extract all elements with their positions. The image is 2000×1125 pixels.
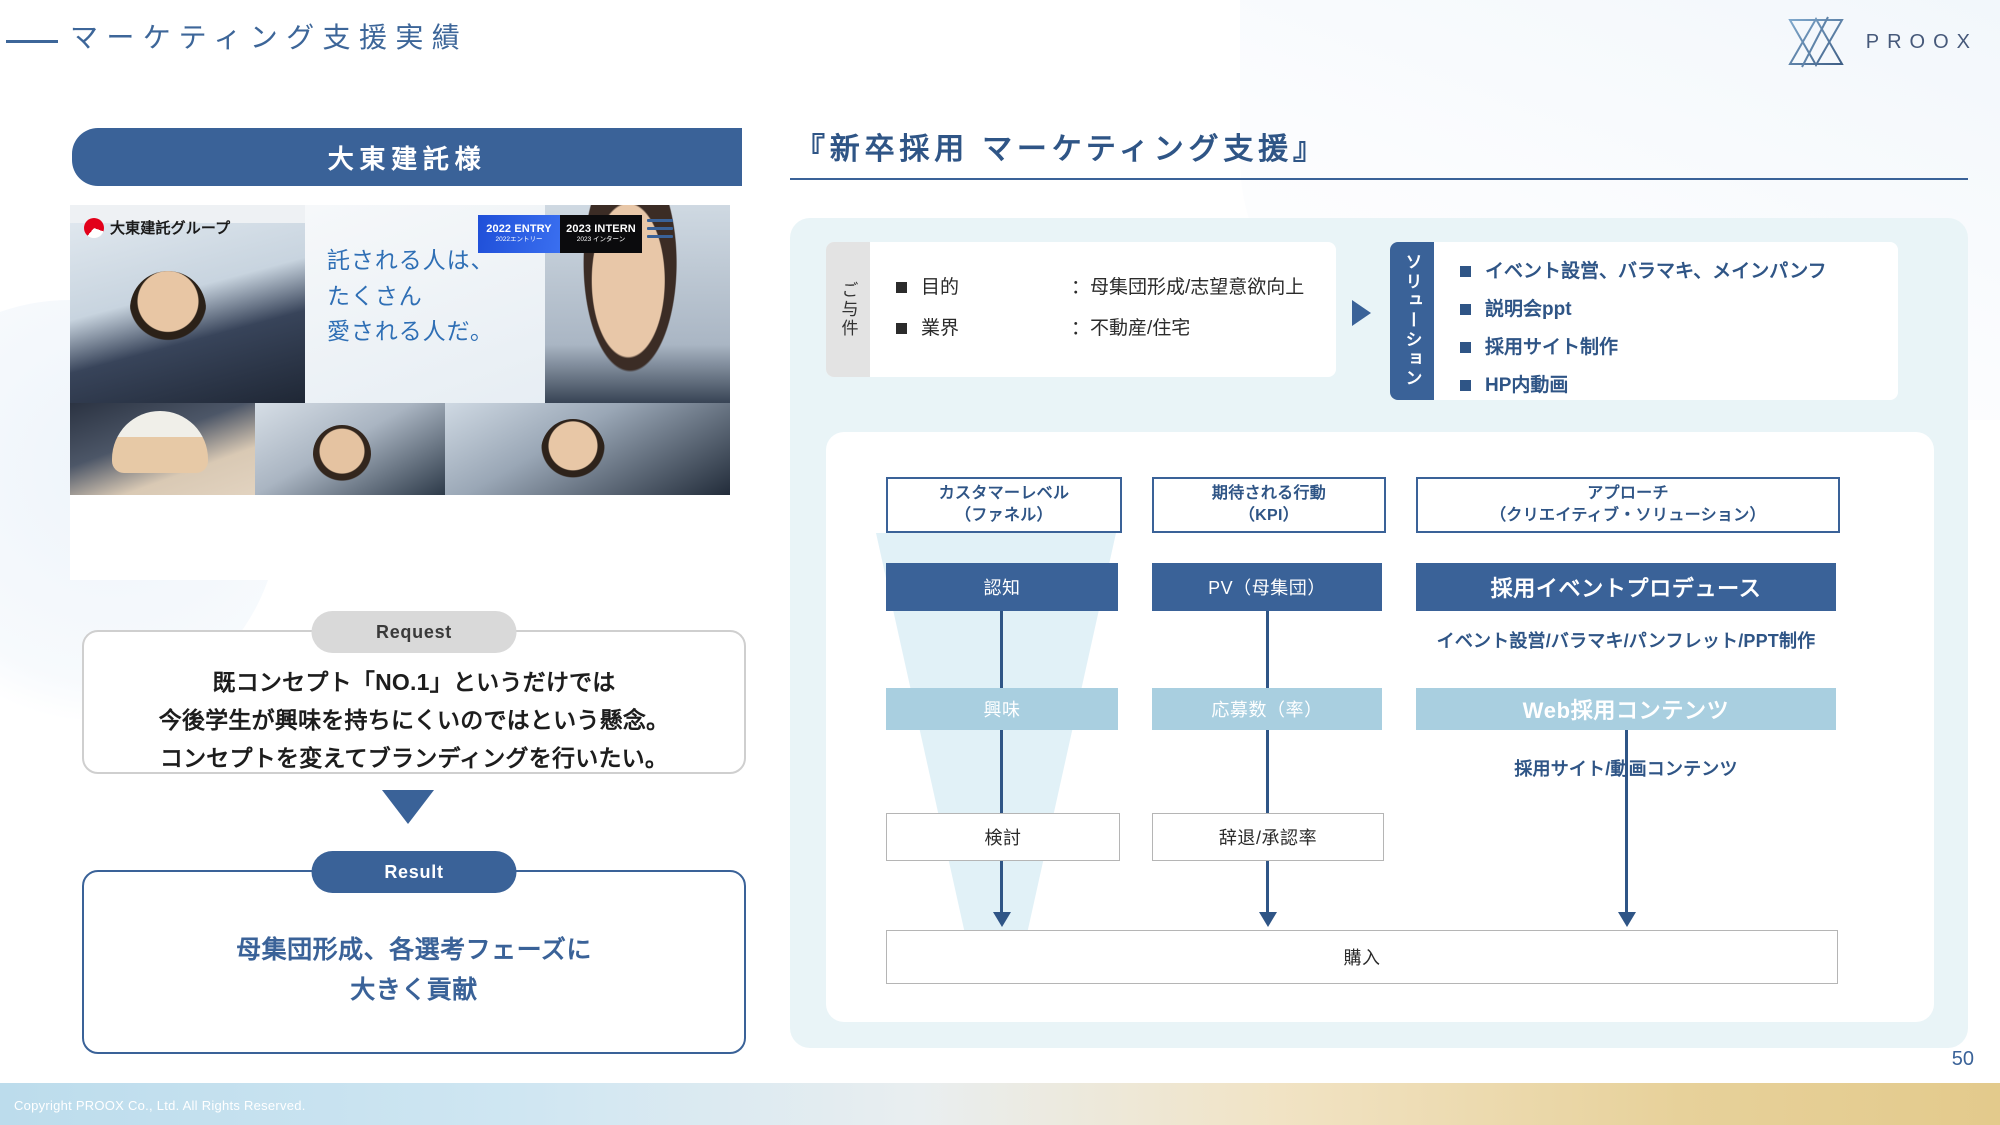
solution-item-label: 採用サイト制作: [1485, 337, 1619, 358]
result-body-text: 母集団形成、各選考フェーズに大きく貢献: [236, 936, 592, 1004]
premise-row-value: ：不動産/住宅: [1071, 318, 1191, 339]
solution-list-item: 説明会ppt: [1460, 300, 1898, 319]
client-website-screenshot: 託される人は、たくさん愛される人だ。 大東建託グループ 2022 ENTRY 2…: [70, 205, 730, 580]
stage-box-decline-rate: 辞退/承認率: [1152, 813, 1384, 861]
stage-box-event-produce: 採用イベントプロデュース: [1416, 563, 1836, 611]
approach-note-event: イベント設営/バラマキ/パンフレット/PPT制作: [1436, 631, 1816, 651]
premise-row-value: ：母集団形成/志望意欲向上: [1071, 277, 1305, 298]
daito-logo-icon: [84, 217, 104, 238]
request-tab-label: Request: [311, 611, 517, 653]
square-bullet-icon: [896, 282, 907, 293]
solution-list-item: イベント設営、バラマキ、メインパンフ: [1460, 262, 1898, 281]
footer-band: [0, 1083, 2000, 1125]
connector-line: [1000, 859, 1003, 914]
premise-to-solution-arrow-icon: [1352, 300, 1371, 326]
website-brand-logo: 大東建託グループ: [84, 217, 230, 238]
connector-arrow-icon: [993, 912, 1011, 927]
premise-vertical-label: ご与件: [826, 242, 870, 377]
footer-copyright: Copyright PROOX Co., Ltd. All Rights Res…: [14, 1098, 306, 1113]
square-bullet-icon: [896, 323, 907, 334]
flow-arrow-down-icon: [382, 790, 434, 824]
connector-line: [1000, 611, 1003, 690]
premise-row: 業界 ：不動産/住宅: [896, 319, 1336, 338]
website-nav: 2022 ENTRY 2022エントリー 2023 INTERN 2023 イン…: [478, 215, 642, 253]
square-bullet-icon: [1460, 304, 1471, 315]
header-rule: [6, 40, 58, 43]
website-photo-businessman: [70, 223, 305, 403]
diagram-column-header-approach: アプローチ（クリエイティブ・ソリューション）: [1416, 477, 1840, 533]
solution-item-label: HP内動画: [1485, 375, 1569, 396]
nav-button-2022-entry-en: 2022 ENTRY: [486, 222, 552, 235]
request-card: Request 既コンセプト「NO.1」というだけでは今後学生が興味を持ちにくい…: [82, 611, 746, 774]
website-photo-helmet-worker: [70, 403, 255, 495]
hamburger-menu-icon[interactable]: [647, 219, 673, 243]
stage-box-interest: 興味: [886, 688, 1118, 730]
page-title: マーケティング支援実績: [70, 22, 469, 53]
connector-line: [1266, 859, 1269, 914]
proox-hexagram-logo-icon: [1784, 14, 1848, 70]
stage-box-pv: PV（母集団）: [1152, 563, 1382, 611]
result-tab-label: Result: [311, 851, 517, 893]
premise-card: ご与件 目的 ：母集団形成/志望意欲向上 業界 ：不動産/住宅: [826, 242, 1336, 377]
premise-rows: 目的 ：母集団形成/志望意欲向上 業界 ：不動産/住宅: [870, 242, 1336, 377]
request-body-text: 既コンセプト「NO.1」というだけでは今後学生が興味を持ちにくいのではという懸念…: [158, 669, 670, 771]
solution-vertical-label: ソリューション: [1390, 242, 1434, 400]
website-photo-staff: [445, 403, 730, 495]
stage-box-applications: 応募数（率）: [1152, 688, 1382, 730]
website-photo-worker: [255, 403, 445, 495]
premise-row-key: 業界: [921, 318, 960, 339]
connector-arrow-icon: [1618, 912, 1636, 927]
connector-line: [1266, 611, 1269, 690]
stage-box-web-content: Web採用コンテンツ: [1416, 688, 1836, 730]
diagram-column-header-kpi-label: 期待される行動（KPI）: [1211, 485, 1327, 524]
client-name-label: 大東建託様: [327, 143, 487, 174]
brand-logo-text: PROOX: [1865, 30, 1978, 53]
nav-button-2022-entry-ja: 2022エントリー: [495, 236, 543, 244]
square-bullet-icon: [1460, 342, 1471, 353]
website-catchphrase: 託される人は、たくさん愛される人だ。: [327, 247, 495, 345]
approach-note-web: 採用サイト/動画コンテンツ: [1514, 759, 1738, 779]
stage-box-awareness: 認知: [886, 563, 1118, 611]
solution-list-item: 採用サイト制作: [1460, 338, 1898, 357]
nav-button-2023-intern-ja: 2023 インターン: [576, 236, 626, 244]
solution-item-label: 説明会ppt: [1485, 299, 1572, 320]
diagram-column-header-kpi: 期待される行動（KPI）: [1152, 477, 1386, 533]
page-header: マーケティング支援実績 PROOX: [0, 0, 2000, 86]
result-card: Result 母集団形成、各選考フェーズに大きく貢献: [82, 851, 746, 1054]
diagram-column-header-funnel: カスタマーレベル（ファネル）: [886, 477, 1122, 533]
brand-logo: PROOX: [1784, 14, 1978, 70]
square-bullet-icon: [1460, 380, 1471, 391]
solution-card: ソリューション イベント設営、バラマキ、メインパンフ 説明会ppt 採用サイト制…: [1390, 242, 1898, 400]
solution-list: イベント設営、バラマキ、メインパンフ 説明会ppt 採用サイト制作 HP内動画: [1434, 242, 1898, 400]
nav-button-2022-entry[interactable]: 2022 ENTRY 2022エントリー: [478, 215, 560, 253]
stage-box-purchase: 購入: [886, 930, 1838, 984]
connector-line: [1625, 730, 1628, 914]
square-bullet-icon: [1460, 266, 1471, 277]
connector-arrow-icon: [1259, 912, 1277, 927]
nav-button-2023-intern[interactable]: 2023 INTERN 2023 インターン: [560, 215, 642, 253]
diagram-column-header-approach-label: アプローチ（クリエイティブ・ソリューション）: [1490, 485, 1766, 524]
client-name-banner: 大東建託様: [72, 128, 742, 186]
premise-row: 目的 ：母集団形成/志望意欲向上: [896, 278, 1336, 297]
solution-list-item: HP内動画: [1460, 376, 1898, 395]
diagram-column-header-funnel-label: カスタマーレベル（ファネル）: [938, 485, 1070, 524]
section-title: 『新卒採用 マーケティング支援』: [795, 133, 1328, 166]
connector-line: [1266, 730, 1269, 815]
stage-box-consideration: 検討: [886, 813, 1120, 861]
page-number: 50: [1951, 1048, 1974, 1070]
connector-line: [1000, 730, 1003, 815]
website-brand-name: 大東建託グループ: [110, 220, 231, 237]
section-title-rule: [790, 178, 1968, 180]
solution-item-label: イベント設営、バラマキ、メインパンフ: [1485, 261, 1827, 282]
nav-button-2023-intern-en: 2023 INTERN: [566, 222, 636, 235]
premise-row-key: 目的: [921, 277, 960, 298]
